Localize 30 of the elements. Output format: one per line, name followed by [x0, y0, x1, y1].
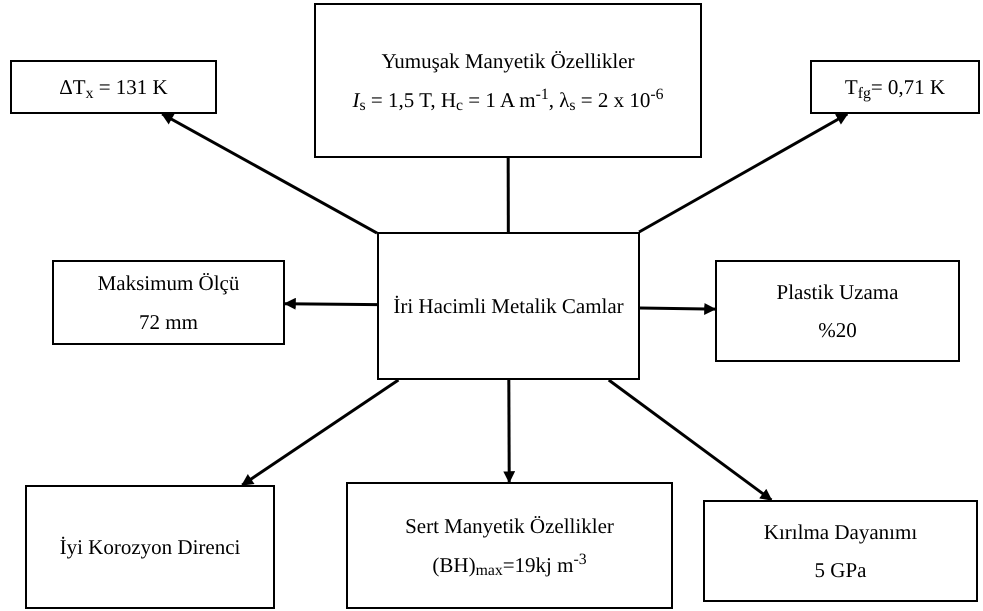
box-text: T$_{fg}$= 0,71 K	[844, 74, 946, 100]
text-box	[314, 3, 702, 158]
box-text: 5 GPa	[814, 557, 866, 584]
box-text: Kırılma Dayanımı	[764, 518, 918, 545]
text-box	[703, 500, 978, 602]
text-box	[25, 485, 275, 609]
text-box	[52, 260, 285, 345]
arrow	[284, 298, 378, 310]
box-text: %20	[818, 317, 857, 344]
text-box	[377, 232, 640, 380]
box-text: İyi Korozyon Direnci	[60, 534, 240, 560]
arrow	[638, 112, 848, 234]
arrow	[503, 380, 516, 484]
text-box	[346, 482, 673, 609]
text-box	[715, 260, 960, 362]
box-text: 72 mm	[139, 308, 198, 335]
arrow	[640, 302, 716, 315]
box-text: Plastik Uzama	[776, 278, 898, 305]
text-box	[10, 60, 217, 114]
box-text: Sert Manyetik Özellikler	[405, 513, 614, 540]
box-text: Maksimum Ölçü	[98, 270, 240, 296]
box-text: I$_{s}$ = 1,5 T, H$_{c}$ = 1 A m$^{-1}$, λ$_{s}$ = 2 x 10$^{-6}$	[352, 86, 664, 113]
arrow	[241, 378, 400, 486]
arrow	[161, 112, 378, 234]
arrow	[608, 378, 772, 502]
text-box	[810, 60, 980, 114]
box-text: Yumuşak Manyetik Özellikler	[381, 48, 635, 74]
box-text: İri Hacimli Metalik Camlar	[393, 292, 624, 320]
box-text: (BH)$_{max}$=19kj m$^{-3}$	[432, 552, 587, 578]
box-text: ΔT$_{x}$ = 131 K	[59, 74, 168, 100]
